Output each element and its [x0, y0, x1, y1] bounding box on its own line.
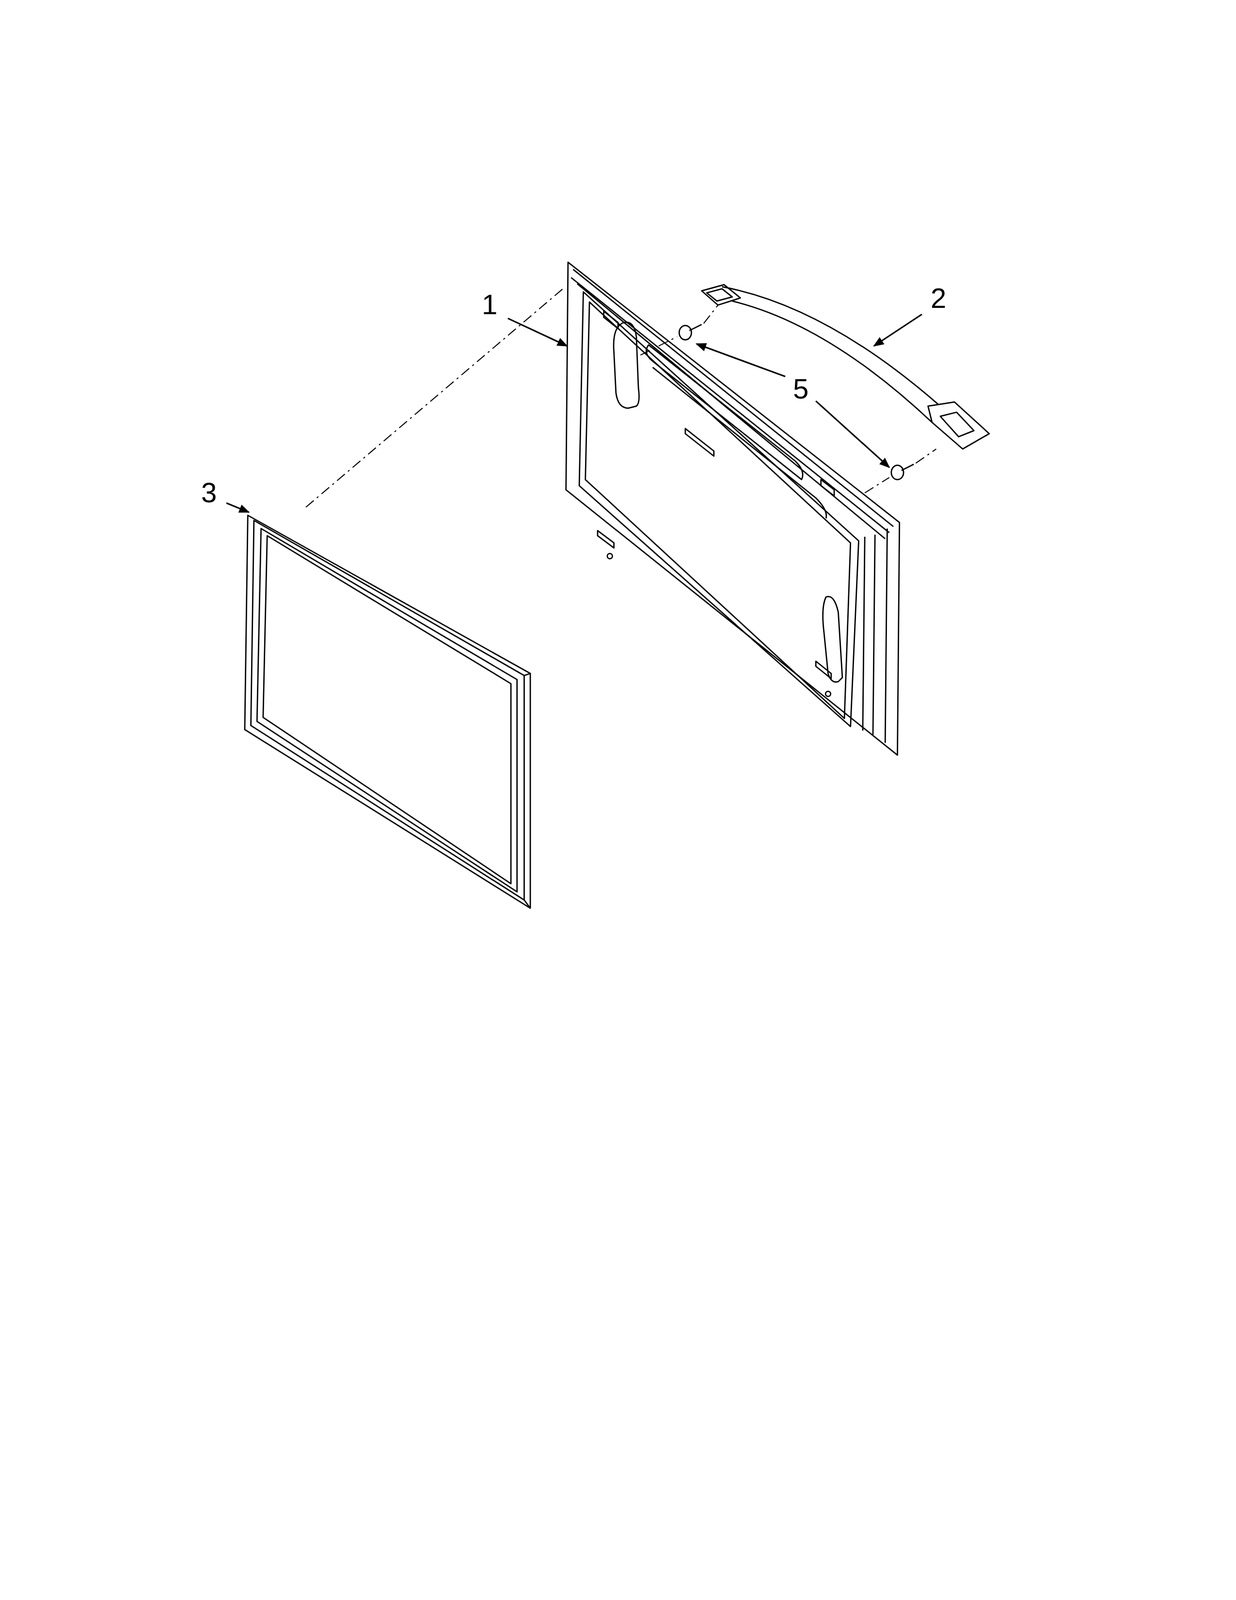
callout-number: 1 [481, 290, 498, 319]
callout-number: 5 [792, 374, 809, 403]
screw [679, 324, 914, 480]
leader-arrow [226, 314, 922, 512]
callout-number: 3 [201, 478, 217, 507]
door-gasket [244, 515, 531, 908]
callout-number: 2 [930, 284, 947, 313]
freezer-door [566, 262, 900, 756]
assembly-line [305, 288, 936, 508]
